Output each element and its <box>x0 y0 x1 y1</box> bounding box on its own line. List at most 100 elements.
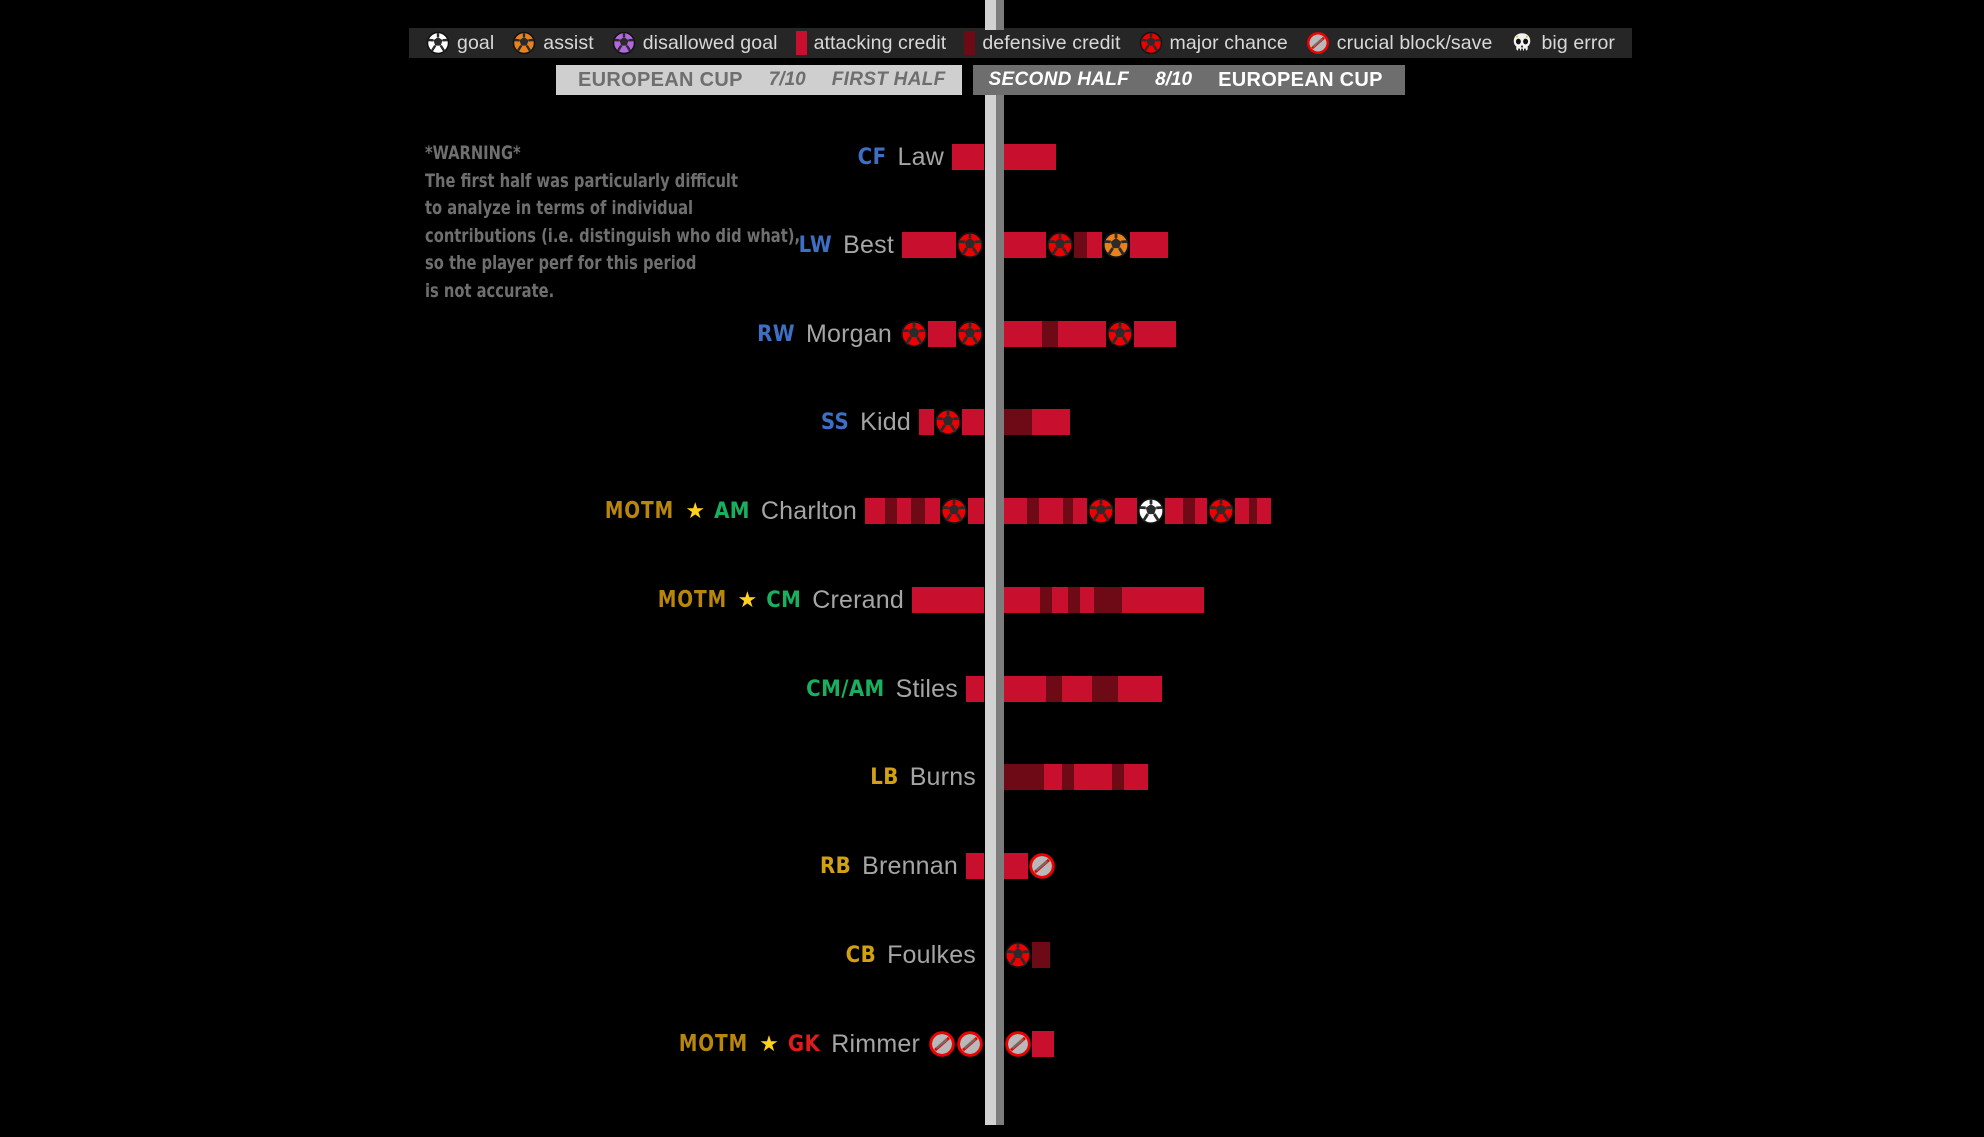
legend-item-big-error: big error <box>1510 31 1615 55</box>
major-chance-ball-icon <box>1087 497 1115 525</box>
assist-ball-icon <box>1102 231 1130 259</box>
warning-title: *WARNING* <box>425 142 521 164</box>
defensive-credit-segment <box>1040 587 1052 613</box>
player-position: RW <box>757 321 796 347</box>
attacking-credit-segment <box>1115 498 1137 524</box>
legend-item-major-chance: major chance <box>1139 31 1288 55</box>
attacking-credit-segment <box>1195 498 1207 524</box>
crucial-block-save-icon <box>1028 852 1056 880</box>
player-name: Kidd <box>860 407 911 436</box>
major-chance-ball-icon <box>1004 941 1032 969</box>
player-position: LB <box>870 764 899 790</box>
second-half-bar <box>1004 405 1070 439</box>
attacking-credit-segment <box>1165 498 1183 524</box>
warning-line: to analyze in terms of individual <box>425 197 694 220</box>
major-chance-ball-icon <box>940 497 968 525</box>
attacking-credit-segment <box>1004 321 1042 347</box>
legend-item-label: crucial block/save <box>1336 31 1493 54</box>
player-position: AM <box>714 498 750 524</box>
crucial-block-save-icon <box>1306 31 1330 55</box>
first-half-bar <box>966 672 984 706</box>
defensive-credit-segment <box>1094 587 1122 613</box>
legend-item-attacking-credit: attacking credit <box>795 31 947 55</box>
major-chance-ball-icon <box>956 231 984 259</box>
attacking-credit-segment <box>1004 853 1028 879</box>
attacking-credit-segment <box>1004 676 1046 702</box>
player-name: Brennan <box>862 851 958 880</box>
attacking-credit-swatch <box>795 31 807 55</box>
attacking-credit-segment <box>1118 676 1162 702</box>
major-chance-ball-icon <box>956 320 984 348</box>
attacking-credit-segment <box>928 321 956 347</box>
first-half-bar <box>900 317 984 351</box>
player-position: LW <box>798 232 833 258</box>
attacking-credit-segment <box>1235 498 1249 524</box>
motm-badge: MOTM <box>679 1031 749 1057</box>
defensive-credit-segment <box>1004 764 1044 790</box>
motm-star-icon: ★ <box>737 587 758 612</box>
first-half-bar <box>902 228 984 262</box>
first-half-header: EUROPEAN CUP 7/10 FIRST HALF <box>556 65 962 95</box>
major-chance-ball-icon <box>900 320 928 348</box>
goal-ball-icon <box>426 31 450 55</box>
player-name: Foulkes <box>887 940 976 969</box>
first-half-bar <box>912 583 984 617</box>
player-row[interactable]: MOTM ★ AM Charlton <box>0 494 1984 528</box>
attacking-credit-segment <box>1032 409 1070 435</box>
second-half-bar <box>1004 760 1148 794</box>
crucial-block-save-icon <box>956 1030 984 1058</box>
defensive-credit-segment <box>1062 764 1074 790</box>
attacking-credit-segment <box>1257 498 1271 524</box>
player-name: Law <box>897 142 944 171</box>
attacking-credit-segment <box>897 498 911 524</box>
attacking-credit-segment <box>902 232 956 258</box>
disallowed-goal-ball-icon <box>612 31 636 55</box>
second-half-bar <box>1004 938 1050 972</box>
motm-badge: MOTM <box>605 498 675 524</box>
first-half-bar <box>952 140 984 174</box>
match-header: EUROPEAN CUP 7/10 FIRST HALF SECOND HALF… <box>556 65 1405 95</box>
warning-line: so the player perf for this period <box>425 252 697 275</box>
crucial-block-save-icon <box>928 1030 956 1058</box>
defensive-credit-segment <box>1032 942 1050 968</box>
major-chance-ball-icon <box>1046 231 1074 259</box>
legend-item-crucial-block-save: crucial block/save <box>1306 31 1493 55</box>
defensive-credit-segment <box>1249 498 1257 524</box>
attacking-credit-segment <box>952 144 984 170</box>
warning-line: contributions (i.e. distinguish who did … <box>425 224 801 247</box>
second-half-bar <box>1004 494 1271 528</box>
second-half-label: SECOND HALF <box>988 69 1130 90</box>
legend-item-goal: goal <box>426 31 494 55</box>
legend-item-defensive-credit: defensive credit <box>964 31 1120 55</box>
legend-item-assist: assist <box>512 31 594 55</box>
crucial-block-save-icon <box>1004 1030 1032 1058</box>
motm-star-icon: ★ <box>759 1031 779 1056</box>
first-half-label: FIRST HALF <box>831 69 946 90</box>
defensive-credit-segment <box>1042 321 1058 347</box>
assist-ball-icon <box>512 31 536 55</box>
player-name: Charlton <box>760 496 857 525</box>
second-half-bar <box>1004 849 1056 883</box>
legend-item-label: assist <box>543 31 594 54</box>
attacking-credit-segment <box>1124 764 1148 790</box>
center-divider-light <box>985 95 996 1125</box>
player-name: Rimmer <box>831 1029 920 1058</box>
motm-star-icon: ★ <box>685 498 706 523</box>
